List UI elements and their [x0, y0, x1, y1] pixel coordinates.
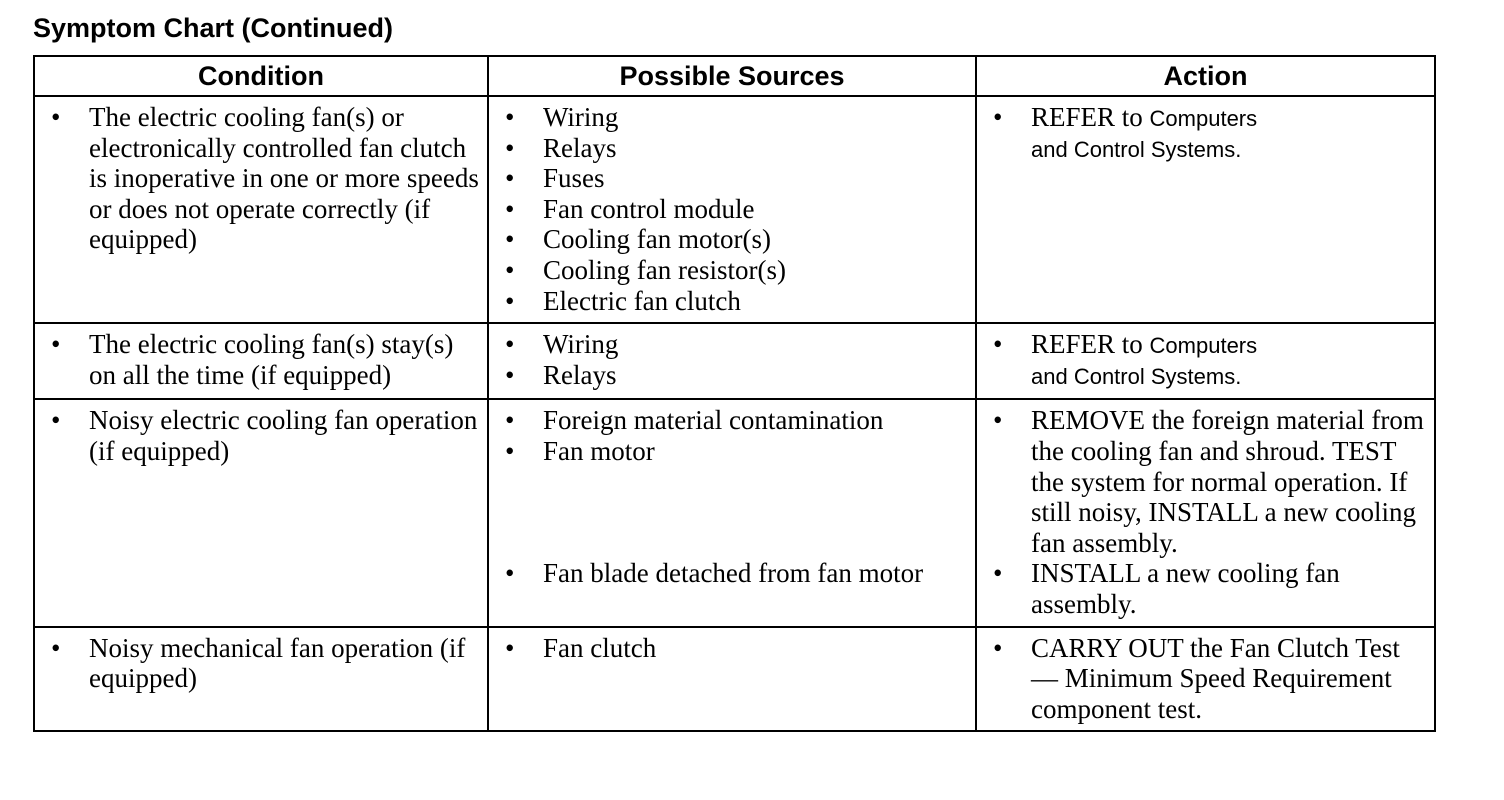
- action-item: INSTALL a new cooling fan assembly.: [989, 558, 1428, 619]
- condition-text: Noisy electric cooling fan operation (if…: [47, 405, 481, 466]
- source-item: Foreign material contamination: [501, 405, 969, 436]
- source-item: Fan motor: [501, 436, 969, 467]
- source-item: Fan blade detached from fan motor: [501, 558, 969, 589]
- table-row: Noisy mechanical fan operation (if equip…: [33, 625, 1436, 733]
- action-text: REFER to: [1031, 102, 1143, 132]
- manual-reference-text: and Control Systems.: [1031, 136, 1242, 162]
- sources-cell: Wiring Relays: [487, 322, 977, 401]
- source-item: Relays: [501, 360, 969, 391]
- sources-cell: Fan clutch: [487, 625, 977, 733]
- condition-text: The electric cooling fan(s) stay(s) on a…: [47, 329, 481, 390]
- condition-cell: Noisy mechanical fan operation (if equip…: [33, 625, 489, 733]
- source-item: Fan clutch: [501, 633, 969, 664]
- table-row: The electric cooling fan(s) or electroni…: [33, 94, 1436, 325]
- source-item: Electric fan clutch: [501, 286, 969, 317]
- action-item: REMOVE the foreign material from the coo…: [989, 405, 1428, 558]
- column-header-condition: Condition: [33, 55, 489, 97]
- action-text: REFER to: [1031, 329, 1143, 360]
- action-cell: REFER to Computers and Control Systems.: [975, 322, 1436, 401]
- condition-cell: Noisy electric cooling fan operation (if…: [33, 398, 489, 628]
- source-item: Cooling fan motor(s): [501, 224, 969, 255]
- source-item: Relays: [501, 133, 969, 164]
- spacer: [501, 467, 969, 559]
- source-item: Wiring: [501, 329, 969, 360]
- source-item: Fuses: [501, 163, 969, 194]
- table-row: Noisy electric cooling fan operation (if…: [33, 398, 1436, 628]
- action-item: REFER to Computers and Control Systems.: [989, 329, 1428, 392]
- condition-cell: The electric cooling fan(s) or electroni…: [33, 94, 489, 325]
- source-item: Cooling fan resistor(s): [501, 255, 969, 286]
- symptom-chart-table: Condition Possible Sources Action The el…: [33, 55, 1436, 733]
- column-header-possible-sources: Possible Sources: [487, 55, 977, 97]
- table-row: The electric cooling fan(s) stay(s) on a…: [33, 322, 1436, 401]
- sources-cell: Foreign material contamination Fan motor…: [487, 398, 977, 628]
- table-header-row: Condition Possible Sources Action: [33, 55, 1436, 97]
- sources-cell: Wiring Relays Fuses Fan control module C…: [487, 94, 977, 325]
- condition-text: Noisy mechanical fan operation (if equip…: [47, 633, 481, 694]
- action-cell: CARRY OUT the Fan Clutch Test — Minimum …: [975, 625, 1436, 733]
- page-title: Symptom Chart (Continued): [33, 13, 393, 43]
- manual-reference-text: Computers: [1149, 333, 1258, 359]
- manual-reference-text: Computers: [1149, 106, 1258, 131]
- source-item: Fan control module: [501, 194, 969, 225]
- column-header-action: Action: [975, 55, 1436, 97]
- manual-reference-text: and Control Systems.: [1031, 363, 1242, 389]
- action-item: REFER to Computers and Control Systems.: [989, 102, 1428, 165]
- action-item: CARRY OUT the Fan Clutch Test — Minimum …: [989, 633, 1428, 725]
- condition-text: The electric cooling fan(s) or electroni…: [47, 102, 481, 255]
- condition-cell: The electric cooling fan(s) stay(s) on a…: [33, 322, 489, 401]
- action-cell: REFER to Computers and Control Systems.: [975, 94, 1436, 325]
- action-cell: REMOVE the foreign material from the coo…: [975, 398, 1436, 628]
- source-item: Wiring: [501, 102, 969, 133]
